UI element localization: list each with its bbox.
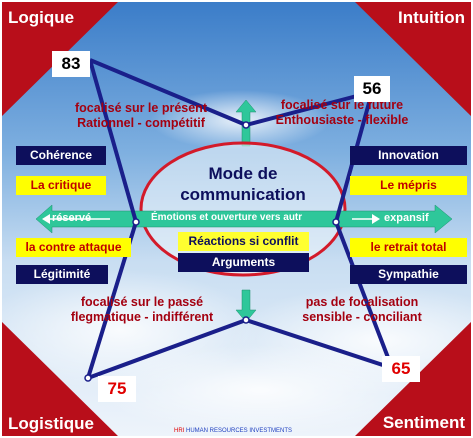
score-logique: 83: [52, 51, 90, 77]
footer: HRI HUMAN RESOURCES INVESTMENTS: [174, 428, 292, 434]
quadrant-top-left-line1: focalisé sur le présent: [74, 101, 207, 115]
axis-label-emotions: Émotions et ouverture vers autr: [151, 212, 303, 223]
corner-label-logistique: Logistique: [8, 414, 94, 433]
center-title: Mode de communication: [168, 163, 318, 205]
quadrant-bottom-left-line2: flegmatique - indifférent: [70, 310, 214, 324]
footer-text: HUMAN RESOURCES INVESTMENTS: [186, 428, 293, 434]
box-critique: La critique: [16, 176, 106, 195]
quadrant-top-left-text: focalisé sur le présent Rationnel - comp…: [66, 101, 216, 131]
polygon-vertex: [84, 374, 92, 382]
box-arguments: Arguments: [178, 253, 309, 272]
arrow-down: [235, 289, 257, 323]
quadrant-bottom-right-line1: pas de focalisation: [305, 295, 419, 309]
polygon-vertex: [332, 218, 340, 226]
box-coherence: Cohérence: [16, 146, 106, 165]
box-legitimacy: Légitimité: [16, 265, 108, 284]
quadrant-top-left-line2: Rationnel - compétitif: [77, 116, 205, 130]
polygon-vertex: [132, 218, 140, 226]
arrow-head-left: [42, 214, 50, 224]
score-intuition: 56: [354, 76, 390, 102]
box-sympathy: Sympathie: [350, 265, 467, 284]
box-innovation: Innovation: [350, 146, 467, 165]
corner-label-sentiment: Sentiment: [382, 413, 465, 432]
cloud: [100, 345, 420, 435]
quadrant-bottom-left-text: focalisé sur le passé flegmatique - indi…: [62, 295, 222, 325]
center-title-line2: communication: [180, 185, 306, 204]
axis-label-expansive: expansif: [384, 212, 429, 224]
quadrant-top-right-line1: focalisé sur le future: [280, 98, 404, 112]
axis-label-reserved: réservé: [52, 212, 92, 224]
polygon-vertex: [242, 121, 250, 129]
arrow-head-right: [372, 214, 380, 224]
score-sentiment: 65: [382, 356, 420, 382]
corner-label-intuition: Intuition: [397, 8, 465, 27]
corner-shade: [0, 320, 120, 438]
score-logistique: 75: [98, 376, 136, 402]
horizontal-arrow: [35, 204, 453, 234]
quadrant-top-right-text: focalisé sur le future Enthousiaste - fl…: [262, 98, 422, 128]
polygon-vertex: [242, 316, 250, 324]
center-title-line1: Mode de: [208, 164, 278, 183]
quadrant-bottom-right-text: pas de focalisation sensible - concilian…: [282, 295, 442, 325]
corner-shade: [353, 0, 473, 118]
box-contempt: Le mépris: [350, 176, 467, 195]
quadrant-bottom-right-line2: sensible - conciliant: [302, 310, 422, 324]
footer-hri: HRI: [174, 428, 185, 434]
quadrant-bottom-left-line1: focalisé sur le passé: [80, 295, 204, 309]
box-withdrawal: le retrait total: [350, 238, 467, 257]
quadrant-top-right-line2: Enthousiaste - flexible: [275, 113, 409, 127]
box-conflict-reactions: Réactions si conflit: [178, 232, 309, 251]
corner-label-logique: Logique: [8, 8, 75, 27]
box-counter-attack: la contre attaque: [16, 238, 131, 257]
